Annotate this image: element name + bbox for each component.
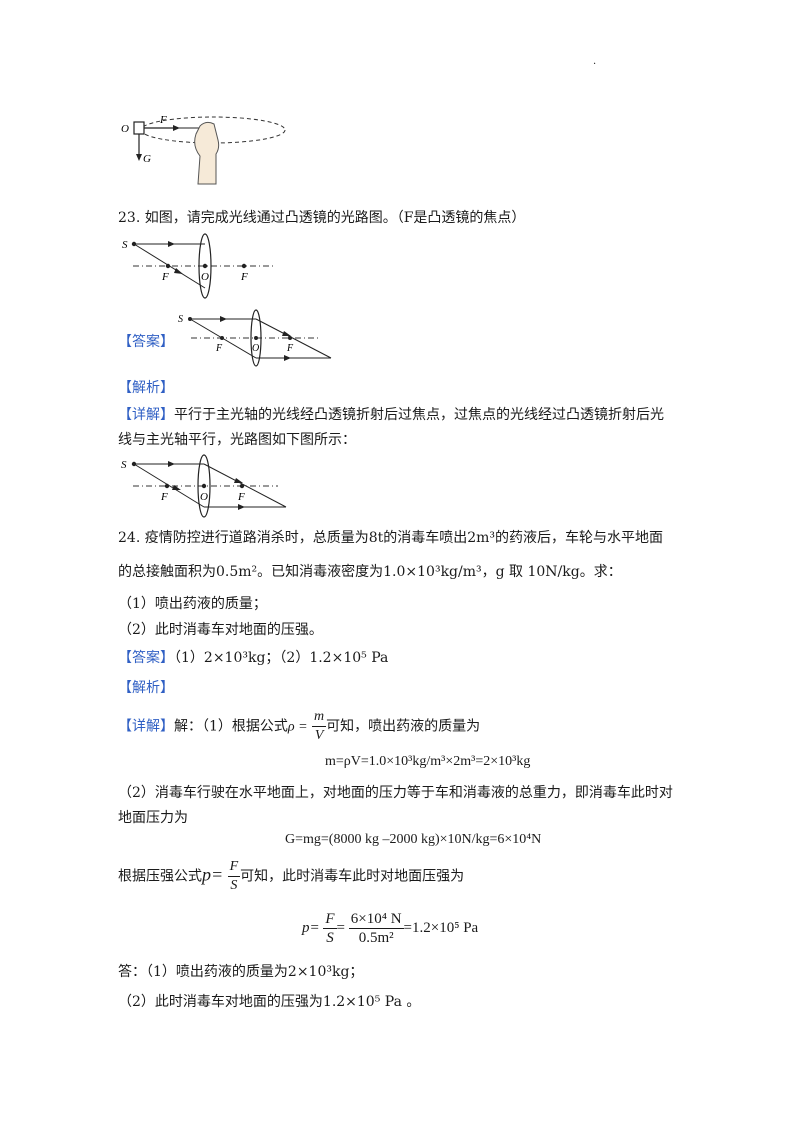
q24-final1: 答：（1）喷出药液的质量为2×10³kg； <box>118 964 364 980</box>
label-O: O <box>201 271 209 283</box>
q23-answer-figure: S F O F <box>178 309 332 367</box>
q24-p2-line1: （2）消毒车行驶在水平地面上，对地面的压力等于车和消毒液的总重力，即消毒车此时对 <box>118 785 673 801</box>
q24-sub2: （2）此时消毒车对地面的压强。 <box>118 622 323 638</box>
frac-num: m <box>312 708 327 727</box>
optical-center <box>201 483 207 489</box>
page-mark: . <box>593 56 597 67</box>
arrowhead <box>284 355 291 361</box>
label-F-left: F <box>161 271 169 283</box>
label-F-right: F <box>240 271 248 283</box>
p-lhs: p= <box>202 864 224 885</box>
label-F: F <box>159 114 167 126</box>
arrowhead <box>172 485 181 490</box>
analysis-tag-q23: 【解析】 <box>118 380 174 396</box>
convex-lens <box>198 233 212 299</box>
optical-center <box>254 336 258 340</box>
q23-lens-figure: S F O F <box>122 233 273 299</box>
q24-answer-line: 【答案】（1）2×10³kg；（2）1.2×10⁵ Pa <box>118 648 388 668</box>
q24-line1: 24. 疫情防控进行道路消杀时，总质量为8t的消毒车喷出2m³的药液后，车轮与水… <box>118 530 664 546</box>
answer-tag-q23: 【答案】 <box>118 334 174 350</box>
pressure-intro-text: 根据压强公式 <box>118 868 202 885</box>
frac-num: 6×10⁴ N <box>348 911 404 929</box>
q24-sub1: （1）喷出药液的质量； <box>118 596 267 612</box>
label-O: O <box>121 123 129 135</box>
q24-line2: 的总接触面积为0.5m²。已知消毒液密度为1.0×10³kg/m³，g 取 10… <box>118 564 622 580</box>
ray-arrowhead <box>168 241 175 247</box>
q23-solution-figure: S F O F <box>121 454 287 518</box>
frac-den: V <box>314 728 324 743</box>
label-F-right: F <box>286 343 294 354</box>
frac-num: F <box>323 911 337 929</box>
frac-num: F <box>227 858 241 877</box>
label-S: S <box>122 239 128 251</box>
focus-right <box>239 483 245 489</box>
eq-weight: G=mg=(8000 kg –2000 kg)×10N/kg=6×10⁴N <box>285 832 542 847</box>
label-S: S <box>178 314 183 325</box>
hand-icon <box>194 121 220 185</box>
convex-lens <box>250 309 262 367</box>
answer-tag-q24: 【答案】 <box>118 650 174 666</box>
force-F-arrowhead <box>173 125 180 131</box>
q23-detail-line2: 线与主光轴平行，光路图如下图所示： <box>118 432 356 448</box>
label-F-left: F <box>215 343 223 354</box>
eq-p-lhs: p= <box>302 919 320 936</box>
rho-lhs: ρ = <box>287 719 308 735</box>
ray-arrowhead-2 <box>174 268 183 274</box>
arrowhead <box>282 331 291 336</box>
frac-den: S <box>326 930 334 946</box>
q24-final2: （2）此时消毒车对地面的压强为1.2×10⁵ Pa 。 <box>118 994 421 1010</box>
detail-tag: 【详解】 <box>118 407 174 423</box>
focus-right <box>241 263 247 269</box>
eq-equals: = <box>336 919 346 936</box>
weight-block <box>133 121 145 135</box>
arrowhead <box>220 316 227 322</box>
q23-detail-line1: 【详解】平行于主光轴的光线经凸透镜折射后过焦点，过焦点的光线经过凸透镜折射后光 <box>118 405 664 425</box>
label-S: S <box>121 459 127 471</box>
focus-left <box>164 483 170 489</box>
eq-result: =1.2×10⁵ Pa <box>403 919 479 936</box>
q24-answer: （1）2×10³kg；（2）1.2×10⁵ Pa <box>174 650 389 666</box>
arrowhead <box>234 478 243 483</box>
label-F-right: F <box>237 491 245 503</box>
label-O: O <box>252 343 259 354</box>
frac-den: 0.5m² <box>358 930 394 946</box>
force-G-arrowhead <box>136 154 142 161</box>
convex-lens <box>197 454 211 518</box>
intro-text: 解：（1）根据公式 <box>174 718 288 735</box>
pressure-intro-after: 可知，此时消毒车此时对地面压强为 <box>240 868 465 885</box>
focus-left <box>220 336 224 340</box>
q23-detail-text1: 平行于主光轴的光线经凸透镜折射后过焦点，过焦点的光线经过凸透镜折射后光 <box>174 407 664 423</box>
label-O: O <box>200 491 208 503</box>
eq-mass: m=ρV=1.0×10³kg/m³×2m³=2×10³kg <box>325 754 531 769</box>
arrowhead <box>168 461 175 467</box>
frac-den: S <box>230 878 238 893</box>
ray-refracted-1 <box>203 463 287 508</box>
analysis-tag-q24: 【解析】 <box>118 680 174 696</box>
arrowhead <box>238 504 245 510</box>
optical-center <box>202 263 208 269</box>
q24-p2-line2: 地面压力为 <box>118 810 188 826</box>
q23-text: 23. 如图，请完成光线通过凸透镜的光路图。（F是凸透镜的焦点） <box>118 210 526 226</box>
focus-right <box>288 336 292 340</box>
focus-left <box>165 263 171 269</box>
circular-motion-figure: O F G <box>121 114 286 185</box>
intro-after: 可知，喷出药液的质量为 <box>326 718 481 735</box>
label-G: G <box>143 153 151 165</box>
label-F-left: F <box>160 491 168 503</box>
detail-tag: 【详解】 <box>118 718 174 735</box>
ray-refracted-1 <box>255 318 332 359</box>
